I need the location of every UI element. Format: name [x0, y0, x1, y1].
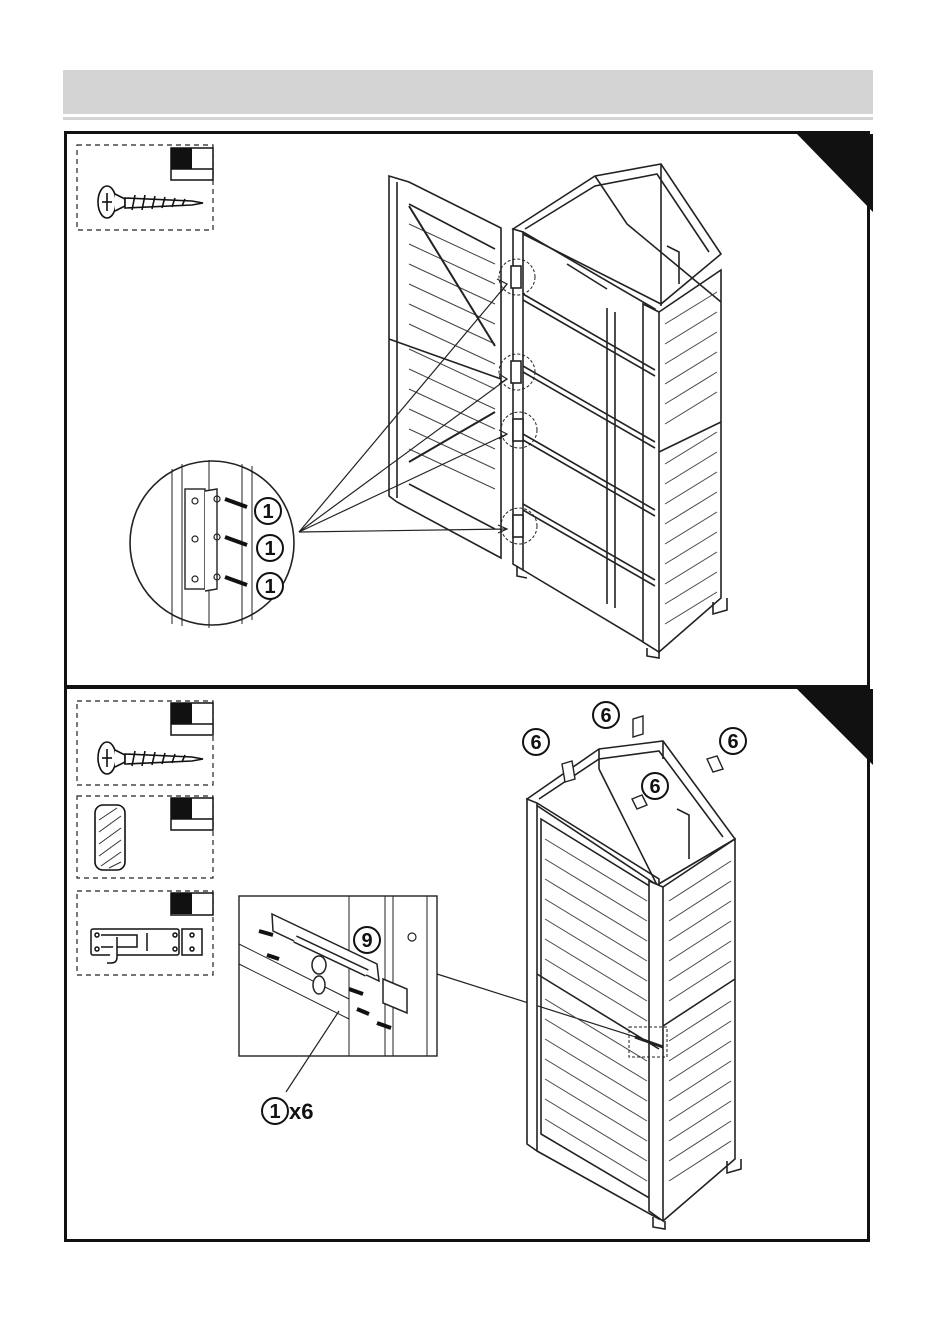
callout-6-d: 6: [642, 773, 668, 799]
parts-box-latch: [77, 891, 213, 975]
svg-text:6: 6: [600, 705, 611, 727]
barrel-bolt-icon: [91, 929, 202, 963]
parts-box-dowel: [77, 796, 213, 878]
svg-text:6: 6: [530, 732, 541, 754]
corner-tab: [797, 689, 873, 765]
step2-illustration: 9 1 x6: [67, 689, 873, 1245]
svg-text:1: 1: [264, 576, 275, 598]
step1-illustration: 1 1 1: [67, 134, 873, 691]
callout-6-b: 6: [593, 702, 619, 728]
header-rule: [63, 117, 873, 120]
svg-text:6: 6: [649, 776, 660, 798]
header-band: [63, 70, 873, 114]
svg-text:1: 1: [264, 538, 275, 560]
callout-1-c: 1: [257, 573, 283, 599]
callout-1-b: 1: [257, 535, 283, 561]
screw-icon: [98, 742, 203, 774]
step-panel-roof-and-latch: 9 1 x6: [64, 686, 870, 1242]
callout-screw-count: 1 x6: [262, 1098, 313, 1124]
screw-icon: [98, 186, 203, 218]
svg-text:6: 6: [727, 731, 738, 753]
step-panel-door-hinges: 1 1 1: [64, 131, 870, 688]
parts-box-screw: [77, 701, 213, 785]
parts-box-screw: [77, 145, 213, 230]
cabinet-open-door: [389, 164, 727, 658]
svg-text:x6: x6: [289, 1099, 313, 1124]
callout-6-a: 6: [523, 729, 549, 755]
callout-9: 9: [354, 927, 380, 953]
svg-text:1: 1: [262, 501, 273, 523]
svg-text:9: 9: [361, 930, 372, 952]
corner-tab: [797, 134, 873, 212]
svg-text:1: 1: [269, 1101, 280, 1123]
latch-pointer: [437, 974, 642, 1039]
cabinet-closed: [527, 741, 741, 1229]
latch-detail-zoom: [239, 896, 437, 1056]
callout-1-a: 1: [255, 498, 281, 524]
dowel-icon: [95, 805, 125, 870]
callout-6-c: 6: [720, 728, 746, 754]
